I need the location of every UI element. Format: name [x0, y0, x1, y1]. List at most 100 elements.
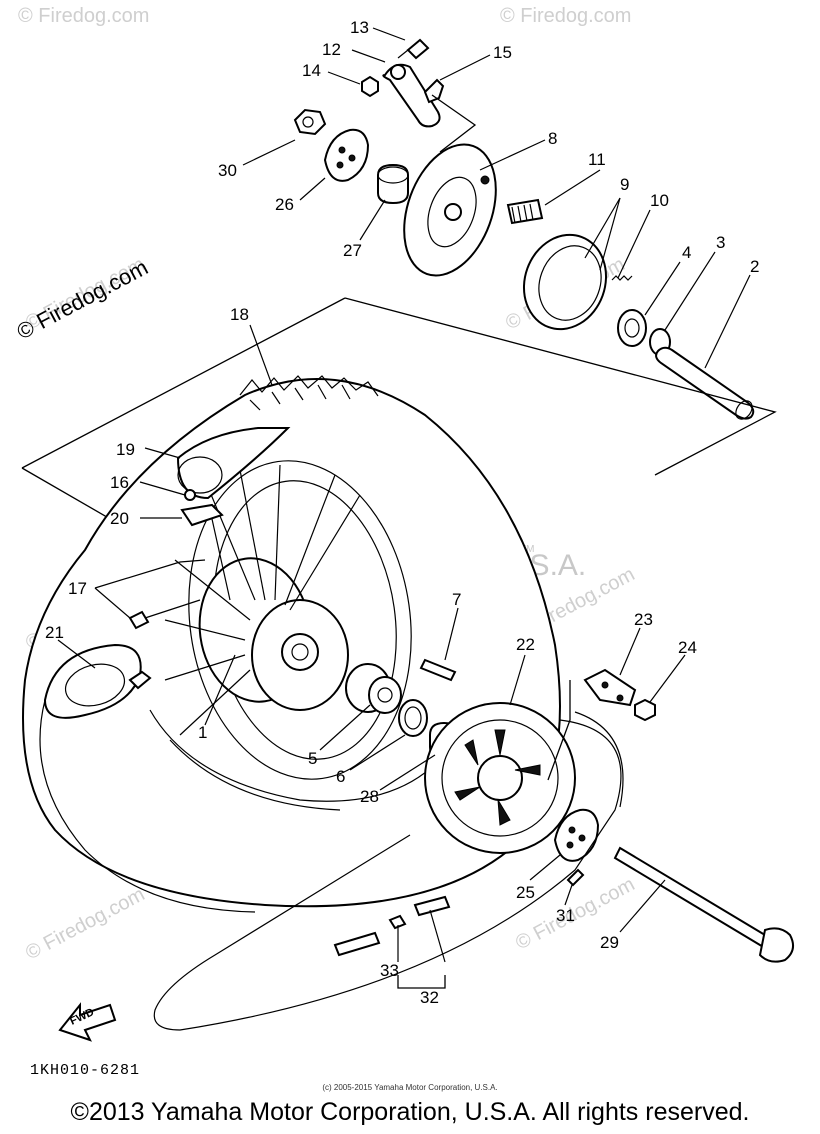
- leader-18: [249, 324, 273, 386]
- leader-2: [704, 274, 751, 369]
- drive-chain: [153, 719, 622, 1031]
- callout-20: 20: [110, 509, 129, 528]
- inner-tube-21-opening: [64, 663, 126, 707]
- callout-33: 33: [380, 961, 399, 980]
- callout-11: 11: [588, 150, 606, 169]
- watermark-top-right: © Firedog.com: [500, 5, 631, 27]
- spoke: [289, 494, 361, 611]
- drive-chain-outer: [574, 711, 624, 808]
- leader-31: [564, 884, 573, 906]
- plate-15: [423, 78, 445, 104]
- spacer-2-end: [735, 400, 753, 420]
- camshaft-serrations: [511, 203, 534, 224]
- nut-30: [293, 108, 327, 136]
- inner-tube-valve: [128, 670, 152, 690]
- spring-10: [611, 275, 633, 281]
- callout-30: 30: [218, 161, 237, 180]
- leader-29: [619, 879, 666, 933]
- bracket-wheel-right: [344, 297, 777, 476]
- nut-24: [634, 698, 656, 722]
- leader-25: [529, 854, 561, 881]
- spoke: [284, 474, 336, 606]
- callout-31: 31: [556, 906, 575, 925]
- callout-17: 17: [68, 579, 87, 598]
- callout-29: 29: [600, 933, 619, 952]
- bracket-32-33: [397, 975, 446, 989]
- callout-14: 14: [302, 61, 321, 80]
- bearing-4-bore: [624, 318, 640, 338]
- source-line: (c) 2005-2015 Yamaha Motor Corporation, …: [322, 1083, 498, 1092]
- leader-3: [664, 251, 716, 331]
- watermark-tm: TM: [520, 544, 534, 555]
- puller-25-hole-b: [578, 834, 586, 842]
- leader-30: [242, 139, 296, 166]
- callout-8: 8: [548, 129, 557, 148]
- puller-23-hole: [601, 681, 609, 689]
- clip-33: [388, 914, 407, 930]
- bolt-31: [566, 868, 585, 887]
- leader-5: [319, 704, 371, 751]
- master-link-32: [413, 895, 451, 917]
- axle-29-head: [758, 927, 795, 963]
- leader-23: [619, 627, 641, 676]
- spoke-17-b: [179, 559, 206, 563]
- leader-22: [509, 654, 526, 706]
- wheel-rim-outer: [188, 460, 412, 780]
- oil-seal-6-bore: [404, 706, 422, 730]
- hub-bore: [291, 643, 309, 661]
- chain-puller-23: [583, 668, 637, 707]
- leader-1: [204, 654, 236, 726]
- valve-16: [184, 489, 196, 501]
- callout-13: 13: [350, 18, 369, 37]
- leader-lines: [57, 27, 751, 963]
- leader-9b: [599, 197, 621, 271]
- leader-28: [379, 754, 436, 791]
- tire-tread: [239, 375, 379, 397]
- bearing-4: [617, 309, 647, 347]
- leader-32: [429, 909, 446, 963]
- oil-seal-6: [398, 699, 428, 737]
- leader-17b: [94, 561, 181, 589]
- copyright-notice: ©2013 Yamaha Motor Corporation, U.S.A. A…: [70, 1098, 750, 1126]
- chain-puller-25: [553, 808, 600, 862]
- bearing-5-bore: [377, 687, 393, 703]
- fwd-arrow-icon: [58, 1002, 117, 1042]
- hub-components: [58, 658, 795, 1042]
- callout-6: 6: [336, 767, 345, 786]
- watermark-bottom-left: © Firedog.com: [22, 883, 148, 964]
- callout-7: 7: [452, 590, 461, 609]
- callout-10: 10: [650, 191, 669, 210]
- callout-27: 27: [343, 241, 362, 260]
- brake-plate-inner: [427, 176, 477, 248]
- callout-12: 12: [322, 40, 341, 59]
- spoke: [204, 479, 256, 601]
- callout-26: 26: [275, 195, 294, 214]
- callout-24: 24: [678, 638, 697, 657]
- puller-23-hole-b: [616, 694, 624, 702]
- leader-10: [617, 209, 651, 279]
- spoke-nipple-17: [128, 610, 150, 630]
- bolt-13-head: [406, 38, 430, 60]
- leader-26: [299, 177, 326, 201]
- leader-6: [349, 734, 406, 771]
- callout-3: 3: [716, 233, 725, 252]
- puller-hole-a: [338, 146, 346, 154]
- sprocket-cutouts: [454, 729, 541, 826]
- leader-13: [372, 27, 406, 41]
- spoke: [174, 559, 251, 621]
- collar-27-top: [377, 166, 409, 184]
- callout-2: 2: [750, 257, 759, 276]
- leader-27: [359, 199, 386, 241]
- brake-plate-hub: [444, 203, 462, 221]
- leader-17a: [94, 587, 131, 619]
- spacer-2: [655, 346, 755, 420]
- leader-12: [351, 49, 386, 63]
- spokes: [164, 464, 361, 736]
- leader-24: [649, 654, 686, 703]
- watermark-top-left: © Firedog.com: [18, 5, 149, 27]
- sprocket-22-hub: [477, 755, 523, 801]
- callouts: 13 12 14 15 8 30 26 27 11 9 10 4 3 2 18 …: [45, 18, 759, 1007]
- bolt-13-shank: [397, 49, 409, 59]
- leader-15: [439, 54, 491, 81]
- callout-32: 32: [420, 988, 439, 1007]
